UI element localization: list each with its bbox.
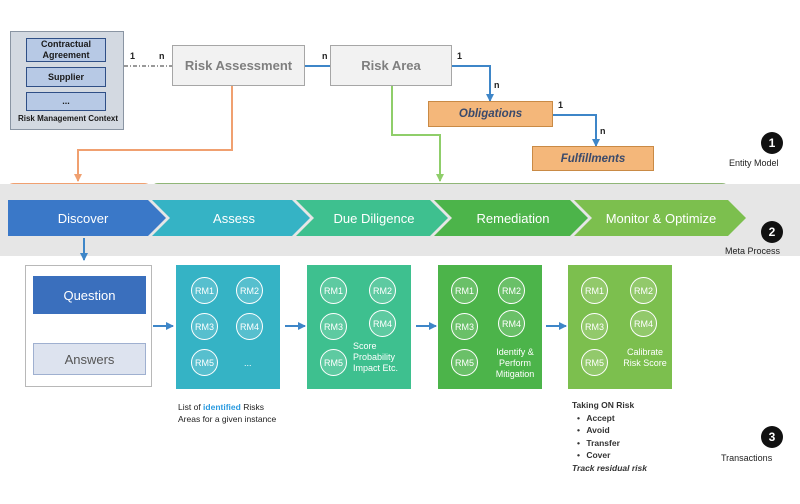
taking-on-risk-list: Taking ON Risk • Accept • Avoid • Transf…	[572, 399, 647, 474]
risk-marker: RM3	[581, 313, 608, 340]
risk-marker: RM3	[320, 313, 347, 340]
stage-assess-label: Assess	[213, 210, 255, 226]
risk-marker: RM2	[369, 277, 396, 304]
taking-on-risk-title: Taking ON Risk	[572, 400, 635, 410]
stage-discover-label: Discover	[57, 210, 109, 226]
list-item: • Avoid	[577, 425, 610, 435]
risk-marker: RM5	[451, 349, 478, 376]
identified-highlight: identified	[203, 402, 241, 412]
obligations-entity: Obligations	[428, 101, 553, 127]
list-item: • Cover	[577, 450, 611, 460]
risk-marker: RM1	[320, 277, 347, 304]
cardinality-label: 1	[130, 51, 136, 61]
section-label: Meta Process	[725, 246, 781, 256]
contractual-agreement-box: Contractual Agreement	[26, 38, 106, 62]
chevron-monitor	[574, 200, 746, 236]
section-number-marker: 1	[761, 132, 783, 154]
cardinality-label: n	[600, 126, 606, 136]
note-text: Areas for a given instance	[178, 414, 277, 424]
cardinality-label: n	[159, 51, 165, 61]
ellipsis-box: ...	[26, 92, 106, 111]
stage-monitor-label: Monitor & Optimize	[605, 210, 717, 226]
risk-marker: RM4	[369, 310, 396, 337]
cardinality-label: 1	[457, 51, 463, 61]
cardinality-label: 1	[558, 100, 564, 110]
cardinality-label: n	[322, 51, 328, 61]
risk-marker: RM1	[191, 277, 218, 304]
risk-marker: RM5	[581, 349, 608, 376]
section-label: Entity Model	[729, 158, 779, 168]
card-note: Calibrate Risk Score	[623, 347, 667, 368]
card-note: Score Probability Impact Etc.	[353, 341, 399, 373]
discover-panel: Question Answers	[25, 265, 152, 387]
chevron-due-diligence	[296, 200, 448, 236]
chevron-remediation	[434, 200, 588, 236]
risk-marker: RM3	[451, 313, 478, 340]
area-obligations-link	[452, 65, 494, 102]
section-number-marker: 2	[761, 221, 783, 243]
risk-marker: RM4	[498, 310, 525, 337]
monitor-card: RM1 RM2 RM3 RM4 RM5 Calibrate Risk Score	[568, 265, 672, 389]
note-text: Risks	[240, 402, 264, 412]
stage-remediation-label: Remediation	[476, 210, 550, 226]
identified-risks-note: List of identified Risks Areas for a giv…	[178, 401, 276, 425]
risk-marker: RM1	[581, 277, 608, 304]
risk-marker: RM2	[498, 277, 525, 304]
remediation-card: RM1 RM2 RM3 RM4 RM5 Identify & Perform M…	[438, 265, 542, 389]
stage-due-diligence-label: Due Diligence	[333, 210, 415, 226]
card-note: Identify & Perform Mitigation	[495, 347, 535, 379]
chevron-assess	[152, 200, 310, 236]
chevron-discover	[8, 200, 166, 236]
obligations-fulfillments-link	[553, 114, 600, 147]
section-number-marker: 3	[761, 426, 783, 448]
risk-marker: RM5	[191, 349, 218, 376]
due-diligence-card: RM1 RM2 RM3 RM4 RM5 Score Probability Im…	[307, 265, 411, 389]
risk-area-entity: Risk Area	[330, 45, 452, 86]
risk-marker: RM5	[320, 349, 347, 376]
track-residual-risk: Track residual risk	[572, 462, 647, 473]
risk-marker: RM3	[191, 313, 218, 340]
context-label: Risk Management Context	[17, 114, 119, 123]
cardinality-label: n	[494, 80, 500, 90]
supplier-box: Supplier	[26, 67, 106, 87]
question-box: Question	[33, 276, 146, 314]
section-label: Transactions	[721, 453, 773, 463]
area-process-link	[391, 86, 444, 182]
risk-management-context: Contractual Agreement Supplier ... Risk …	[10, 31, 124, 130]
risk-marker: RM4	[236, 313, 263, 340]
list-item: • Transfer	[577, 437, 620, 448]
note-text: List of	[178, 402, 204, 412]
risk-marker: RM4	[630, 310, 657, 337]
assessment-discover-link	[74, 86, 233, 182]
list-item: • Accept	[577, 412, 615, 423]
risk-marker: RM1	[451, 277, 478, 304]
risk-marker: RM2	[630, 277, 657, 304]
answers-box: Answers	[33, 343, 146, 375]
ellipsis-more: ...	[244, 358, 252, 368]
assess-card: RM1 RM2 RM3 RM4 RM5 ...	[176, 265, 280, 389]
risk-marker: RM2	[236, 277, 263, 304]
risk-assessment-entity: Risk Assessment	[172, 45, 305, 86]
fulfillments-entity: Fulfillments	[532, 146, 654, 171]
